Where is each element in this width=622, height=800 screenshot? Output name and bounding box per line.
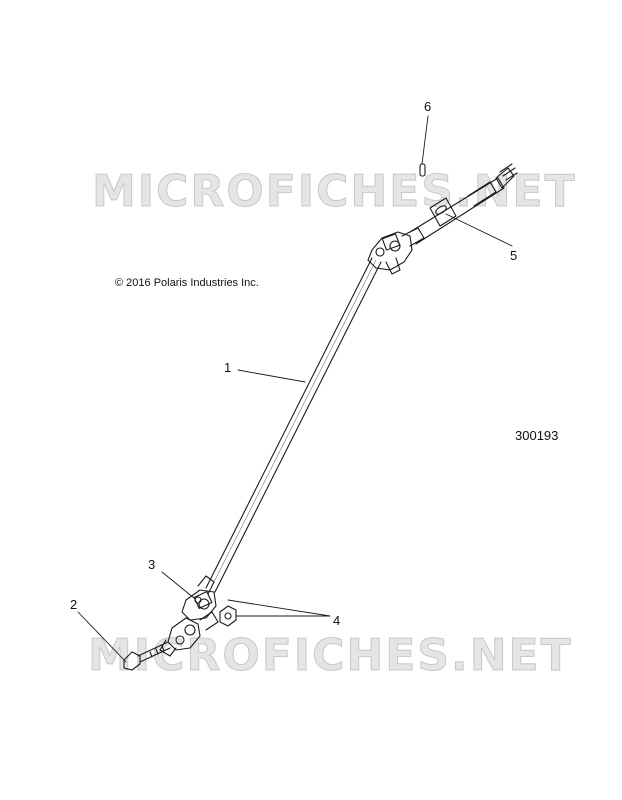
flange-bolt (123, 641, 171, 671)
clamp-bolt-upper (194, 596, 202, 604)
leader-lines (77, 115, 513, 663)
callout-2: 2 (70, 597, 78, 612)
callout-1: 1 (224, 360, 232, 375)
roll-pin (419, 163, 426, 177)
copyright-notice: © 2016 Polaris Industries Inc. (115, 277, 259, 289)
callout-5: 5 (510, 248, 518, 263)
callout-3: 3 (148, 557, 156, 572)
upper-u-joint (367, 227, 425, 275)
callout-4: 4 (333, 613, 341, 628)
callout-6: 6 (424, 99, 432, 114)
steering-shaft-tube (205, 257, 382, 593)
watermark-top: MICROFICHES.NET (92, 166, 577, 218)
hex-nut (219, 605, 237, 627)
lower-u-joint (159, 575, 219, 657)
drawing-number: 300193 (515, 428, 559, 443)
upper-shaft (409, 163, 518, 245)
